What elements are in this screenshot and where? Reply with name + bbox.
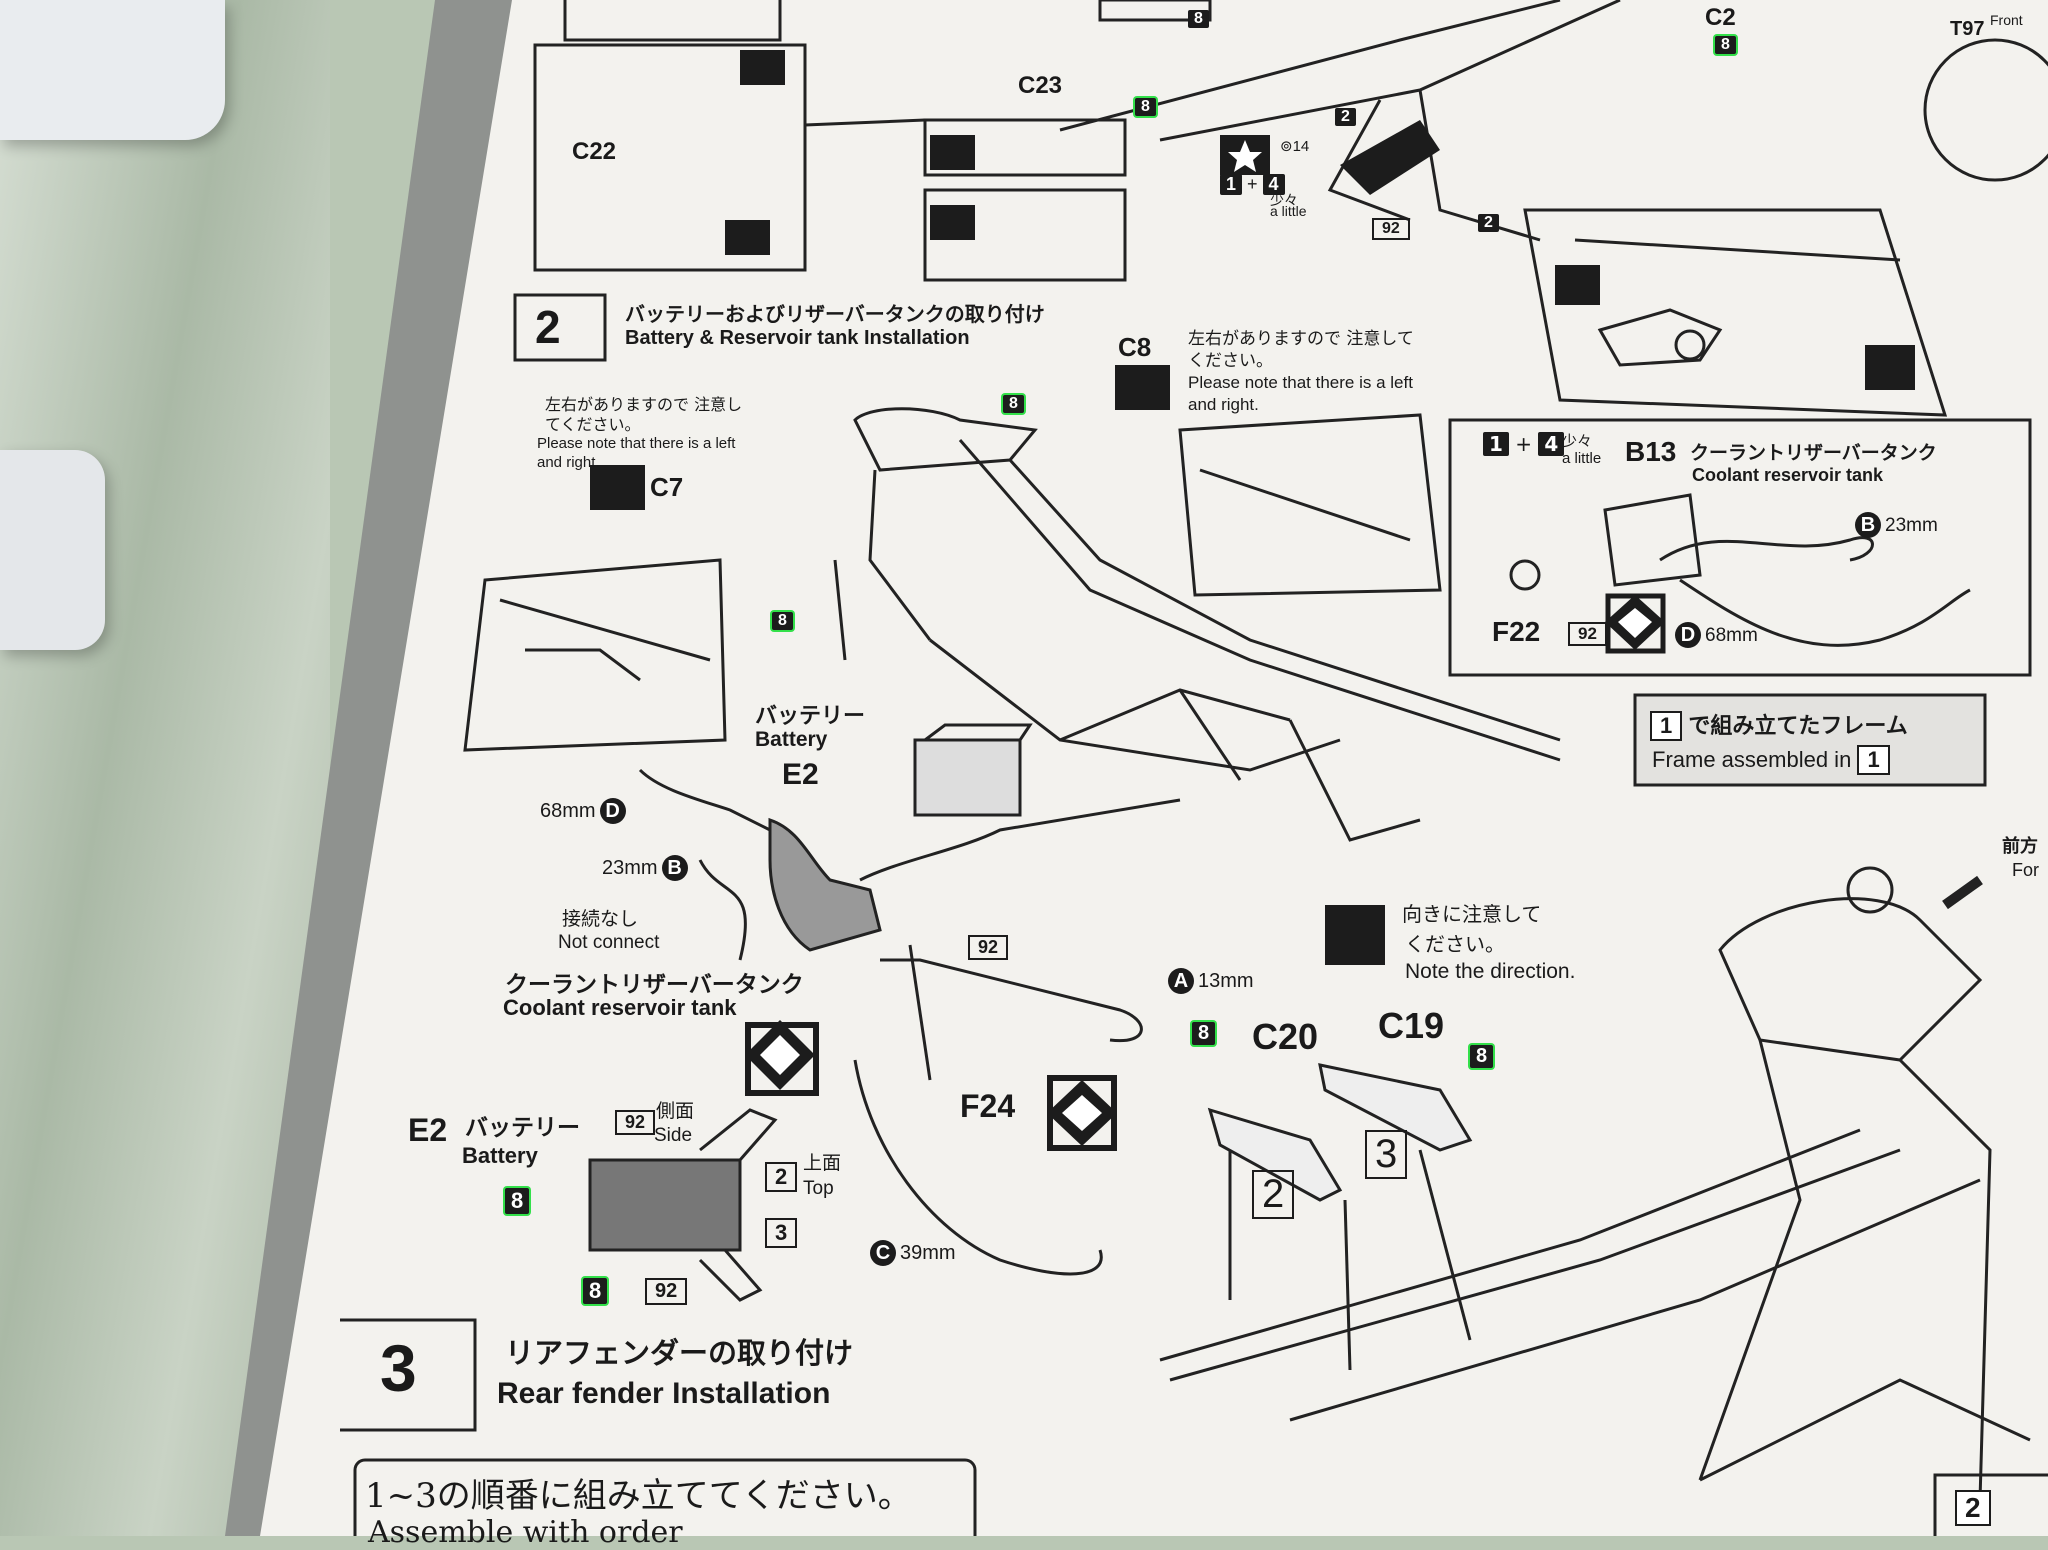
step3-title-jp: リアフェンダーの取り付け <box>505 1336 854 1370</box>
assembly-order-jp: 1~3の順番に組み立ててください。 <box>365 1476 912 1516</box>
paint-badge: 92 <box>645 1278 688 1305</box>
front-label: Front <box>1990 12 2023 28</box>
battery-jp: バッテリー <box>755 704 866 729</box>
side-en: Side <box>654 1125 693 1146</box>
order-number-2: 2 <box>1252 1170 1295 1219</box>
part-count-badge: 8 <box>1715 36 1736 54</box>
step-number-2: 2 <box>535 301 561 353</box>
desk-object <box>0 0 225 140</box>
step-badge: 3 <box>765 1218 798 1248</box>
part-count-badge: 8 <box>1188 10 1209 28</box>
part-count-badge: 8 <box>1192 1022 1216 1045</box>
note-left-right-en: Please note that there is a left and rig… <box>537 435 736 471</box>
step-badge: 2 <box>1478 214 1499 232</box>
step3-title-en: Rear fender Installation <box>497 1377 831 1410</box>
part-label-c8: C8 <box>1118 332 1152 362</box>
step-number-3: 3 <box>380 1331 417 1405</box>
paint-badge: 92 <box>1568 622 1607 646</box>
little-en: a little <box>1562 450 1602 467</box>
part-count-badge: 8 <box>505 1188 530 1214</box>
paint-badge: 92 <box>968 935 1009 960</box>
frame-assembled-jp: 1 で組み立てたフレーム <box>1650 708 1908 741</box>
not-connect-jp: 接続なし <box>562 908 639 930</box>
note-left-right-en: Please note that there is a left and rig… <box>1188 373 1413 414</box>
paint-badge: 92 <box>1372 218 1410 240</box>
battery-jp: バッテリー <box>465 1115 580 1141</box>
step-reference: 1 + 4 <box>1483 432 1565 456</box>
part-label-e2: E2 <box>782 758 819 791</box>
part-count-badge: 8 <box>583 1278 608 1304</box>
front-jp: 前方 <box>2002 836 2038 857</box>
part-label-c20: C20 <box>1252 1016 1319 1057</box>
coolant-en: Coolant reservoir tank <box>503 995 737 1020</box>
order-number-3: 3 <box>1365 1130 1408 1179</box>
screw-size-label: ⊚14 <box>1280 138 1310 155</box>
note-left-right-jp: 左右がありますので 注意してください。 <box>1188 329 1414 371</box>
part-label-f22: F22 <box>1492 616 1541 647</box>
top-en: Top <box>803 1178 834 1199</box>
direction-note-jp-1: 向きに注意して <box>1402 902 1542 926</box>
part-label-f24: F24 <box>960 1088 1016 1124</box>
part-label-t97: T97 <box>1950 18 1985 40</box>
paint-badge: 92 <box>615 1110 656 1135</box>
coolant-en: Coolant reservoir tank <box>1692 465 1884 485</box>
part-label-e2: E2 <box>408 1112 448 1148</box>
step-badge: 2 <box>765 1162 798 1192</box>
little-jp: 少々 <box>1562 432 1593 450</box>
direction-note-jp-2: ください。 <box>1405 932 1505 956</box>
part-label-c19: C19 <box>1378 1005 1445 1046</box>
part-count-badge: 8 <box>1003 395 1024 413</box>
battery-en: Battery <box>462 1143 538 1168</box>
side-jp: 側面 <box>656 1100 695 1122</box>
part-label-c2: C2 <box>1705 4 1736 31</box>
step2-title-en: Battery & Reservoir tank Installation <box>625 327 970 349</box>
not-connect-en: Not connect <box>558 932 660 953</box>
coolant-jp: クーラントリザーバータンク <box>505 972 804 998</box>
assembly-order-en: Assemble with order <box>368 1515 683 1550</box>
part-label-b13: B13 <box>1625 436 1677 467</box>
part-label-c23: C23 <box>1018 72 1063 99</box>
top-jp: 上面 <box>803 1152 842 1174</box>
step-reference: 1 + 4 <box>1220 174 1285 195</box>
part-label-c7: C7 <box>650 472 684 502</box>
frame-assembled-en: Frame assembled in 1 <box>1652 745 1890 775</box>
part-count-badge: 8 <box>772 612 793 630</box>
next-step-reference: 2 <box>1955 1490 1991 1526</box>
little-jp: 少々 <box>1270 193 1298 209</box>
part-label-c22: C22 <box>572 138 617 165</box>
note-left-right-jp: 左右がありますので 注意してください。 <box>545 395 743 434</box>
part-count-badge: 8 <box>1135 98 1156 116</box>
step-badge: 2 <box>1335 108 1356 126</box>
battery-en: Battery <box>755 728 828 751</box>
step2-title-jp: バッテリーおよびリザーバータンクの取り付け <box>625 302 1045 326</box>
little-en: a little <box>1270 203 1307 219</box>
coolant-jp: クーラントリザーバータンク <box>1690 442 1937 464</box>
direction-note-en: Note the direction. <box>1405 960 1576 983</box>
part-count-badge: 8 <box>1470 1045 1494 1068</box>
desk-object <box>0 450 105 650</box>
front-en: For <box>2012 860 2039 880</box>
